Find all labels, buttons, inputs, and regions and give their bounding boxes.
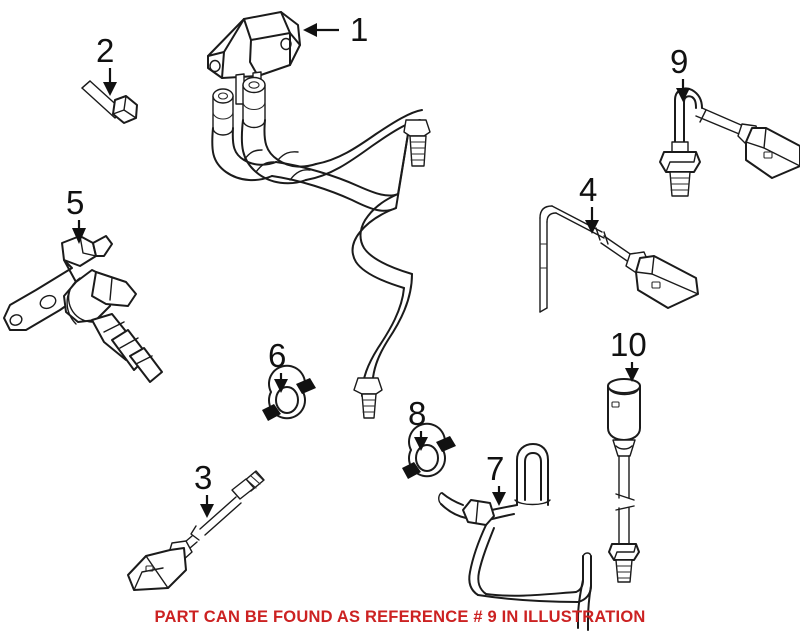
callout-6-label: 6 <box>268 337 286 374</box>
part-10-temperature-sensor-vertical <box>607 378 641 583</box>
callout-8-label: 8 <box>408 395 426 432</box>
callout-10: 10 <box>610 326 647 382</box>
part-3-sensor-with-connector-lead <box>127 470 265 591</box>
callout-7: 7 <box>486 450 506 506</box>
part-6-hose-clamp <box>262 364 316 421</box>
callout-2: 2 <box>96 32 117 96</box>
part-8-hose-clamp <box>402 422 456 479</box>
center-hose-line-assembly <box>211 76 431 419</box>
callout-4: 4 <box>579 171 599 234</box>
reference-note: PART CAN BE FOUND AS REFERENCE # 9 IN IL… <box>154 608 646 626</box>
callout-1: 1 <box>303 11 368 48</box>
part-2-hex-head-bolt <box>81 80 138 124</box>
callout-9: 9 <box>670 43 690 102</box>
callout-5: 5 <box>66 184 86 244</box>
callout-9-label: 9 <box>670 43 688 80</box>
callout-3-label: 3 <box>194 459 212 496</box>
callout-4-label: 4 <box>579 171 597 208</box>
part-4-l-probe-sensor-with-connector <box>539 205 699 313</box>
callout-5-label: 5 <box>66 184 84 221</box>
callout-3: 3 <box>194 459 214 518</box>
callout-1-label: 1 <box>350 11 368 48</box>
part-9-oxygen-sensor <box>659 87 800 197</box>
callout-6: 6 <box>268 337 288 393</box>
part-5-bracket-lever-assembly <box>3 235 163 383</box>
callout-10-label: 10 <box>610 326 647 363</box>
part-7-coolant-hose-line <box>438 443 592 631</box>
callout-2-label: 2 <box>96 32 114 69</box>
callout-7-label: 7 <box>486 450 504 487</box>
callout-8: 8 <box>408 395 428 451</box>
